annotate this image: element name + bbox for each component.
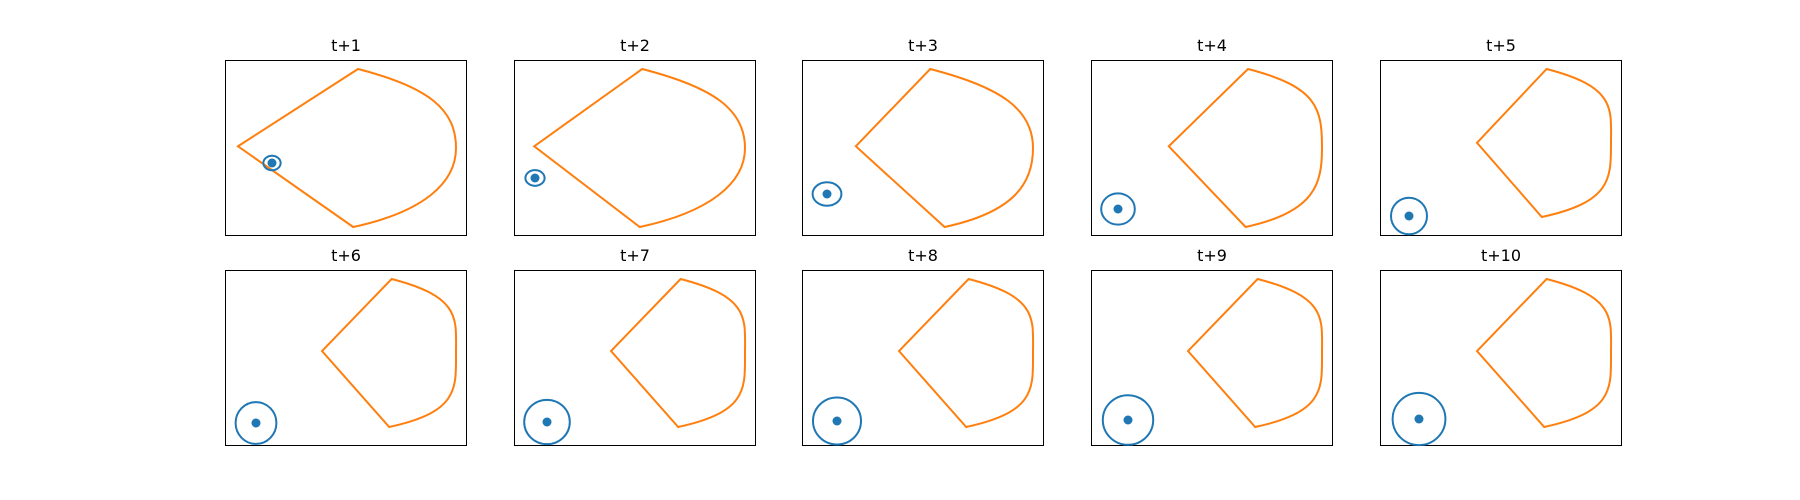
panel [1380,60,1622,236]
panel-title: t+8 [908,246,938,265]
uncertainty-ellipse [1100,192,1136,226]
panel-title: t+7 [620,246,650,265]
region-outline [854,67,1035,229]
region-outline [1186,277,1324,429]
uncertainty-ellipse [1101,394,1155,446]
position-dot [530,173,540,183]
panel [1091,270,1333,446]
position-dot [542,417,552,427]
region-outline [532,67,747,229]
panel-canvas [812,277,1035,446]
panel-canvas [234,277,458,445]
panel-canvas [523,277,747,446]
region-outline [236,67,458,229]
region-outline [1475,67,1613,219]
uncertainty-ellipse [812,396,862,446]
uncertainty-ellipse [1390,196,1428,236]
panel [1380,270,1622,447]
panel-canvas [236,67,458,229]
panel [514,60,756,236]
uncertainty-ellipse [811,181,843,207]
position-dot [1123,415,1133,425]
panel-title: t+9 [1197,246,1227,265]
position-dot [251,418,261,428]
panel-title: t+1 [331,36,361,55]
region-outline [1475,277,1613,429]
uncertainty-ellipse [524,169,546,187]
panel-canvas [1101,277,1324,446]
panel-title: t+3 [908,36,938,55]
uncertainty-ellipse [234,401,278,445]
panel-canvas [1100,67,1324,229]
panel-title: t+2 [620,36,650,55]
panel-title: t+5 [1486,36,1516,55]
region-outline [320,277,458,429]
panel [225,270,467,446]
panel [1091,60,1333,236]
position-dot [267,158,277,168]
uncertainty-ellipse [262,154,282,172]
position-dot [1113,204,1123,214]
region-outline [897,277,1035,429]
panel-title: t+4 [1197,36,1227,55]
panel-canvas [1391,277,1613,447]
uncertainty-ellipse [523,398,571,446]
panel [802,60,1044,236]
panel [514,270,756,446]
panel-canvas [811,67,1035,229]
position-dot [1414,414,1424,424]
panel-canvas [1390,67,1613,236]
panel [802,270,1044,446]
panel-canvas [524,67,747,229]
uncertainty-ellipse [1391,391,1447,447]
position-dot [832,416,842,426]
panel [225,60,467,236]
panel-title: t+6 [331,246,361,265]
region-outline [1167,67,1324,229]
region-outline [609,277,747,429]
position-dot [1404,211,1414,221]
panel-title: t+10 [1480,246,1522,265]
position-dot [822,189,832,199]
